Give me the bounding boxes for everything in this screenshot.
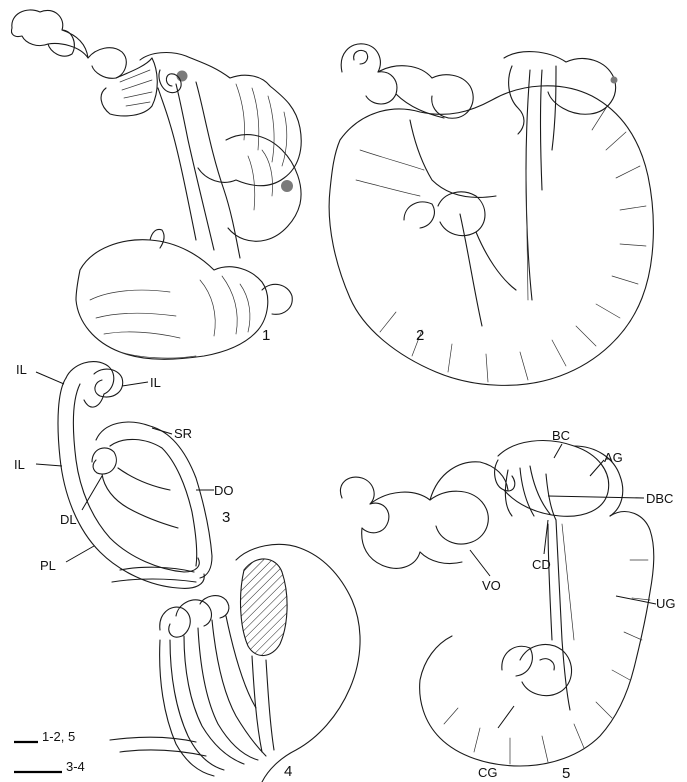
label-do: DO: [214, 483, 234, 498]
scale-bars: 1-2, 5 3-4: [14, 729, 85, 774]
panel-number-1: 1: [262, 327, 270, 344]
label-pl: PL: [40, 558, 56, 573]
panel-3-leaders: [36, 372, 214, 562]
scale-bar-2-label: 3-4: [66, 759, 85, 774]
label-bc: BC: [552, 428, 570, 443]
label-il-top-left: IL: [16, 362, 27, 377]
panel-1-drawing: [11, 10, 301, 359]
label-cd: CD: [532, 557, 551, 572]
panel-number-2: 2: [416, 327, 424, 344]
label-cg: CG: [478, 765, 498, 780]
label-il-mid: IL: [14, 457, 25, 472]
panel-3-drawing: [58, 362, 212, 589]
scale-bar-1-label: 1-2, 5: [42, 729, 75, 744]
label-sr: SR: [174, 426, 192, 441]
label-dl: DL: [60, 512, 77, 527]
label-vo: VO: [482, 578, 501, 593]
panel-number-3: 3: [222, 509, 230, 526]
label-ug: UG: [656, 596, 676, 611]
panel-number-5: 5: [562, 765, 570, 782]
panel-number-4: 4: [284, 763, 292, 780]
panel-4-drawing: [110, 544, 360, 782]
panel-5-drawing: [340, 441, 653, 766]
label-ag: AG: [604, 450, 623, 465]
label-dbc: DBC: [646, 491, 673, 506]
panel-2-drawing: [329, 44, 653, 386]
label-il-top-right: IL: [150, 375, 161, 390]
